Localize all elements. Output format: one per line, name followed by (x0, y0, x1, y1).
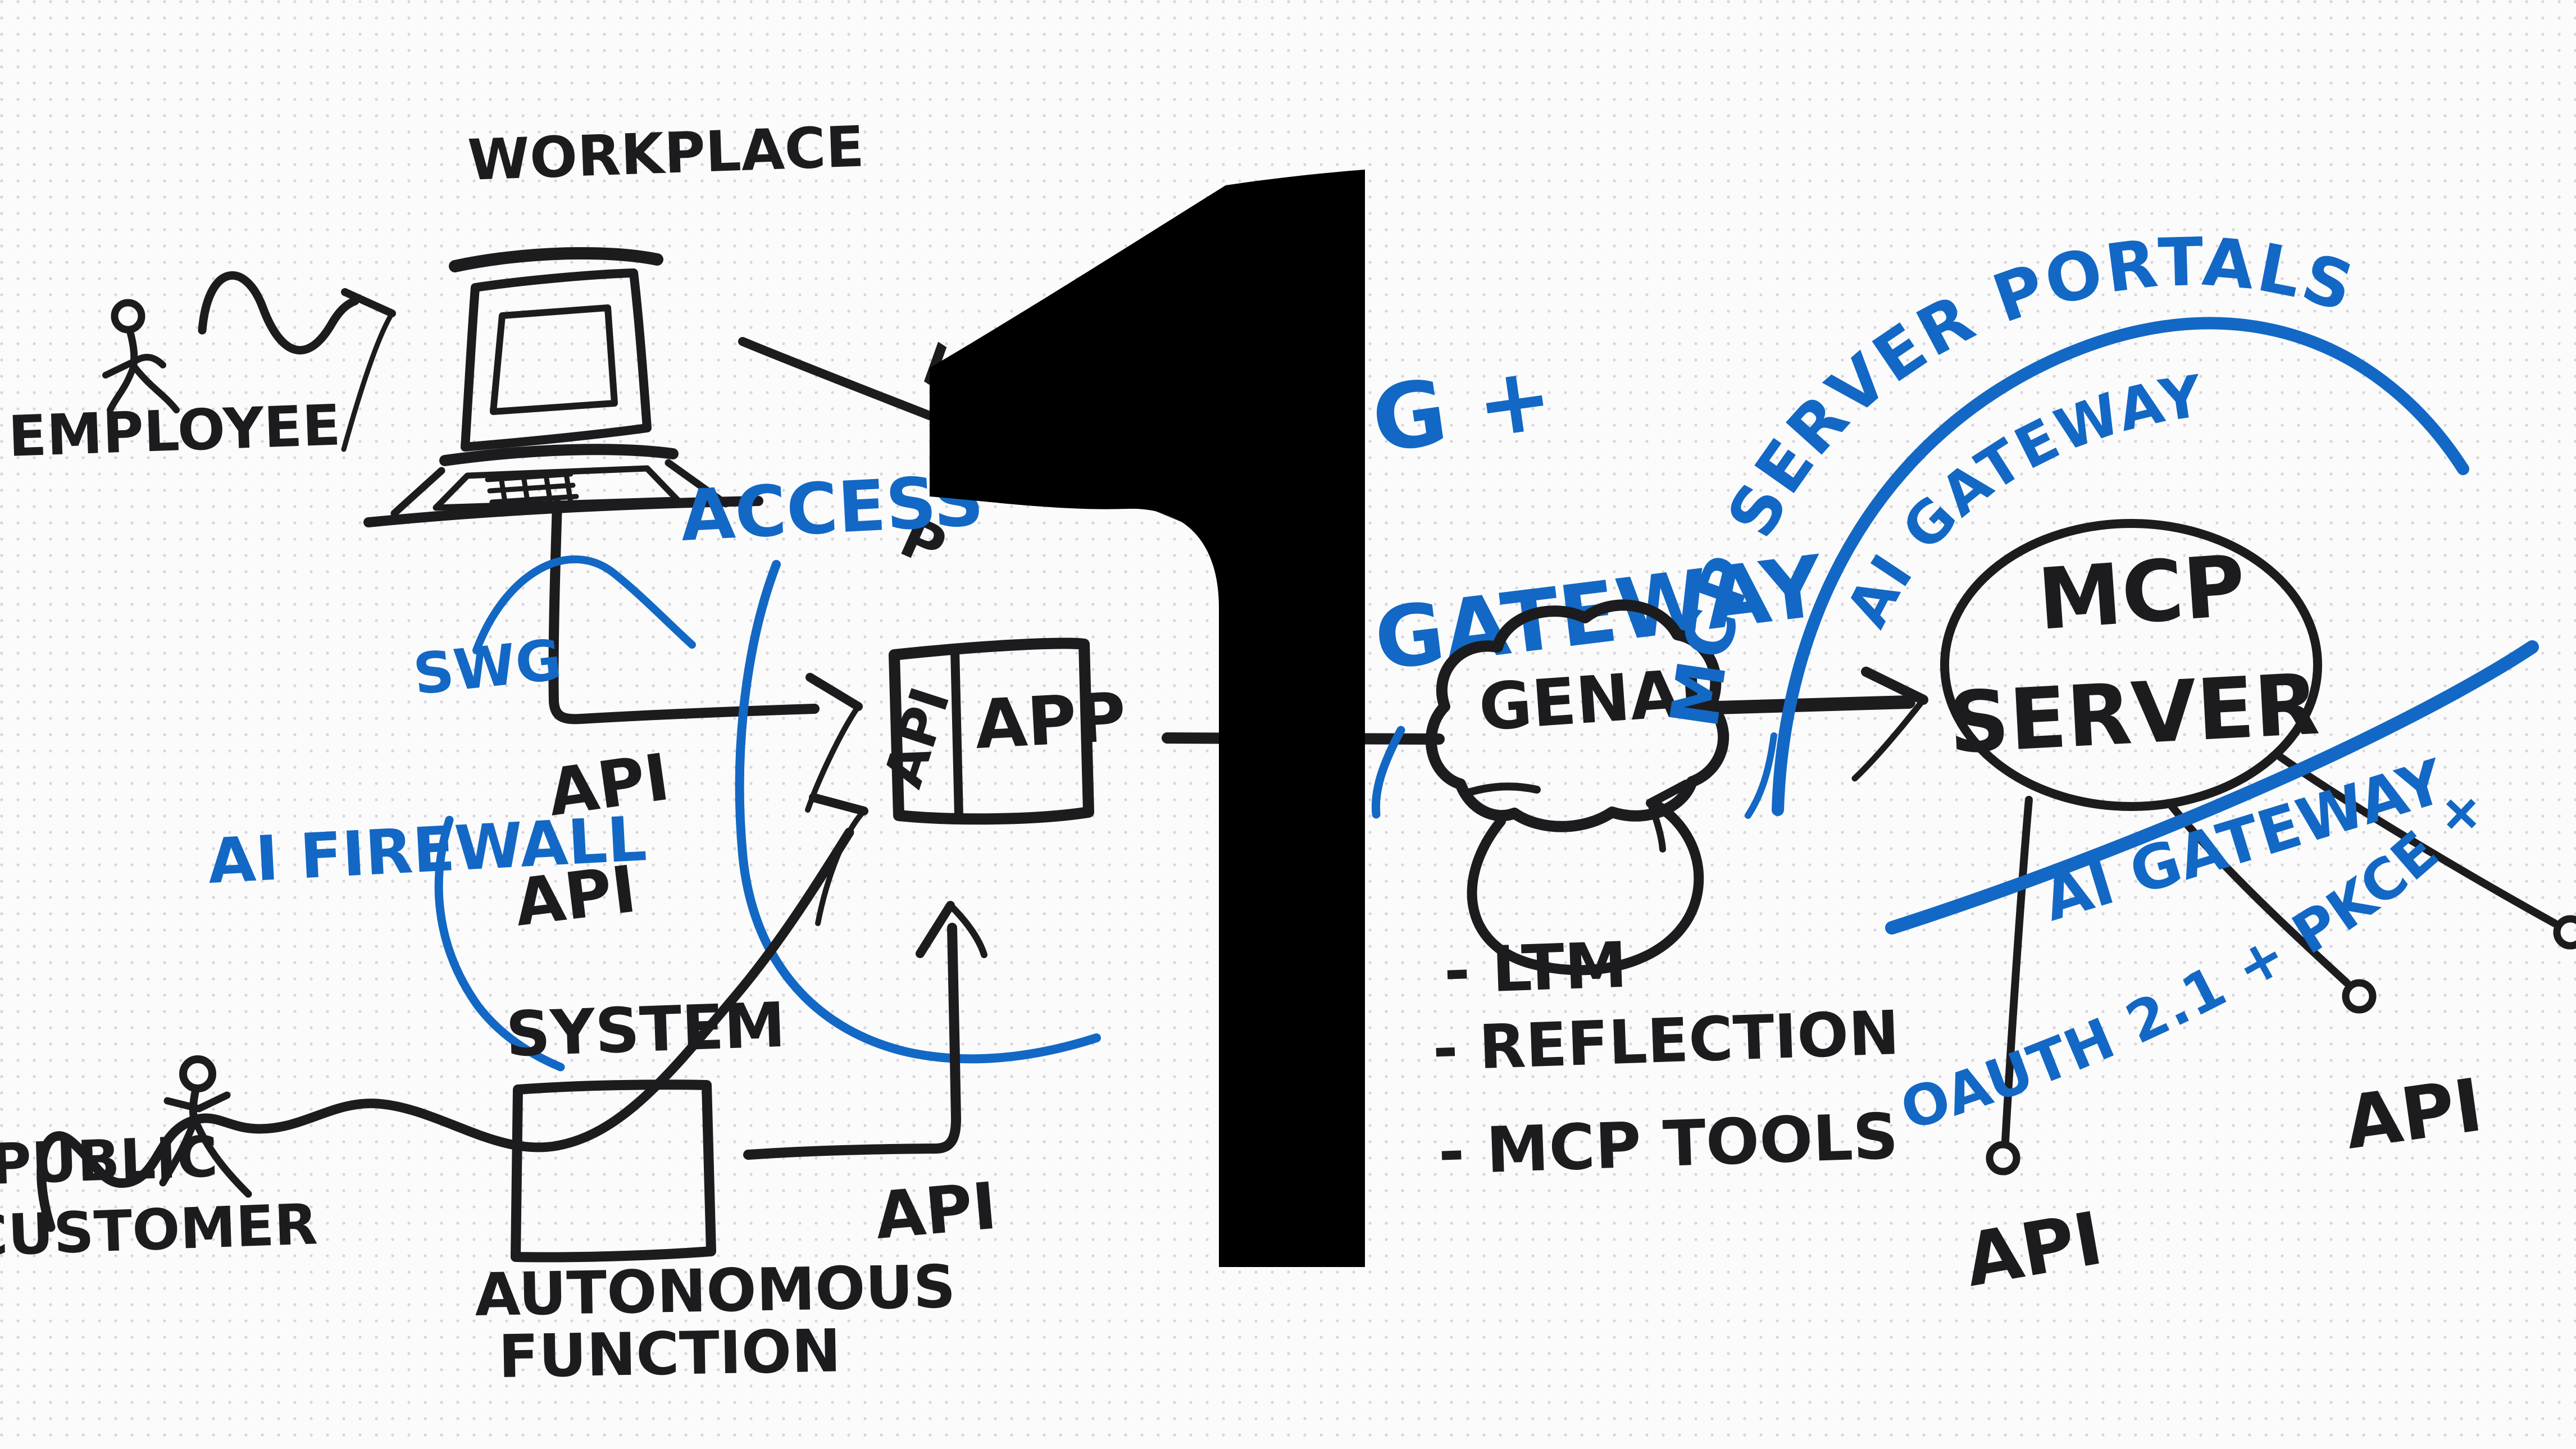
access-curve (735, 560, 1101, 1064)
endpoint-leg-mid (2165, 799, 2351, 987)
person-icon-arms (102, 353, 166, 379)
function-label: FUNCTION (498, 1316, 841, 1391)
big-numeral-1 (930, 170, 1365, 1267)
public-label: PUBLIC (0, 1124, 219, 1197)
mcp-portals-arc-tail (1745, 732, 1777, 819)
api-label-public: API (511, 851, 640, 941)
bullet-ltm: - LTM (1442, 929, 1628, 1008)
laptop-icon (363, 247, 763, 527)
gateway-flick-stroke (1371, 726, 1405, 819)
endpoint-leg-right (2277, 753, 2559, 927)
employee-label: EMPLOYEE (7, 392, 342, 470)
system-label: SYSTEM (504, 989, 786, 1070)
mcp-server-circle (1940, 519, 2322, 811)
system-app-arrow (743, 901, 987, 1160)
genai-loop-arrow (1467, 780, 1704, 976)
employee-figure (102, 299, 180, 413)
mcp-endpoint-legs (1986, 753, 2576, 1175)
swg-label: SWG (410, 627, 565, 708)
api-label-endpoint-mid: API (2340, 1062, 2487, 1166)
mcp-server-label-line2: SERVER (1946, 656, 2322, 773)
mcp-server-label-line1: MCP (2035, 537, 2249, 649)
swg-arc (472, 555, 696, 654)
mcp-portals-arc (1772, 317, 2469, 816)
bullet-mcp-tools: - MCP TOOLS (1437, 1100, 1899, 1189)
system-box (511, 1079, 716, 1263)
app-box: API APP (872, 637, 1128, 825)
ai-gateway-bottom-arc (1885, 640, 2539, 935)
person-icon-leg-right (192, 1117, 252, 1198)
genai-label: GENAI (1477, 655, 1706, 746)
app-label: APP (973, 678, 1128, 764)
app-box-divider (950, 646, 963, 820)
person-icon-arms (163, 1091, 231, 1113)
person-icon-leg-right (131, 364, 180, 413)
customer-figure (159, 1055, 252, 1198)
bullet-reflection: - REFLECTION (1432, 998, 1901, 1085)
api-label-workplace: API (543, 740, 674, 831)
autonomous-label: AUTONOMOUS (474, 1252, 956, 1329)
ai-firewall-arc (434, 815, 565, 1072)
person-icon-leg-left (159, 1117, 198, 1187)
employee-workplace-arrow (198, 271, 396, 452)
api-label-system: API (872, 1169, 1000, 1254)
person-icon-leg-left (107, 363, 137, 413)
customer-app-arrow (37, 793, 868, 1232)
endpoint-circle-right (2553, 915, 2576, 950)
genai-cloud-icon (1425, 599, 1730, 832)
endpoint-circle-mid (2342, 979, 2377, 1014)
endpoint-circle-left (1986, 1141, 2020, 1175)
workplace-label: WORKPLACE (467, 113, 866, 193)
swg-gateway-fragment-top: G + (1366, 344, 1559, 473)
endpoint-leg-left (2001, 796, 2033, 1145)
app-box-outline (889, 637, 1094, 825)
